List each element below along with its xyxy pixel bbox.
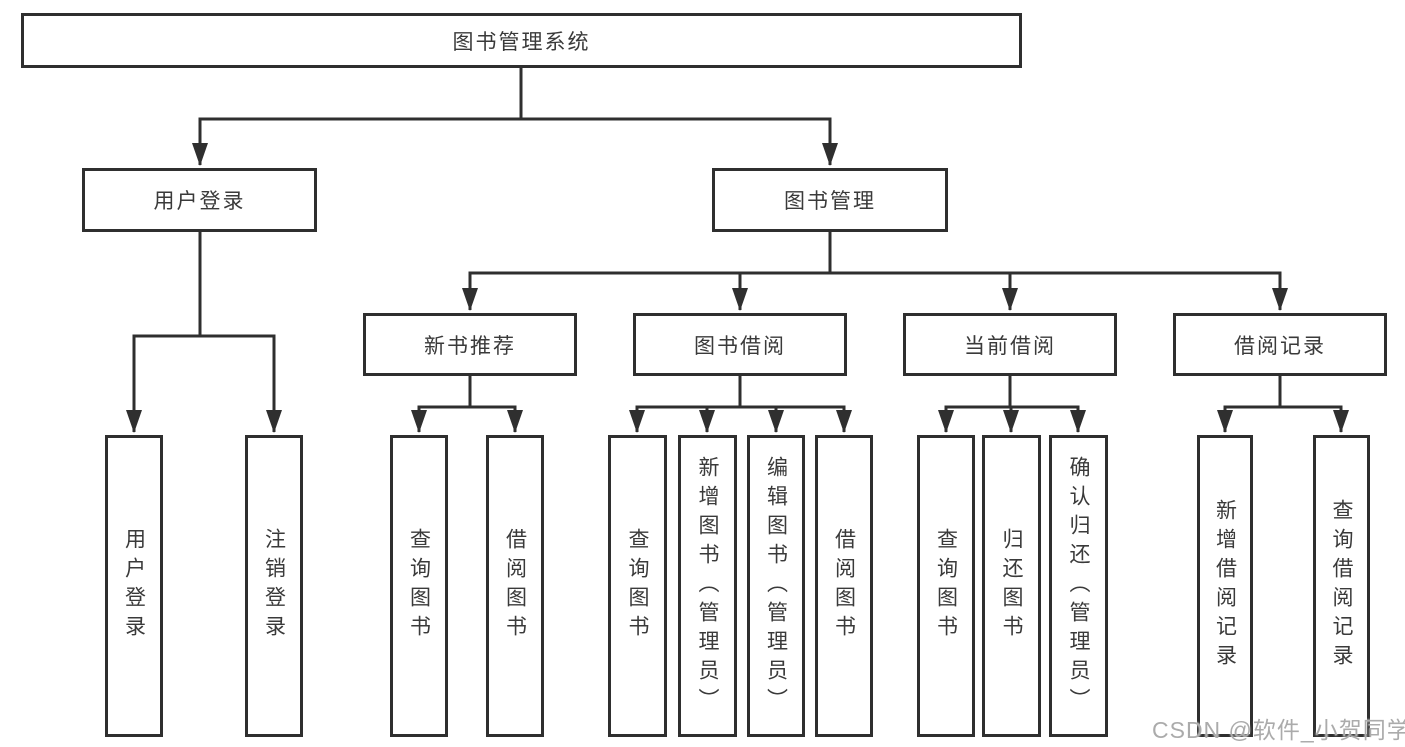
leaf-records-query-borrow-record: 查询借阅记录 bbox=[1313, 435, 1370, 737]
leaf-borrowing-edit-books-admin: 编辑图书（管理员） bbox=[747, 435, 805, 737]
csdn-watermark: CSDN @软件_小贺同学 bbox=[1152, 717, 1405, 743]
leaf-current-query-books: 查询图书 bbox=[917, 435, 975, 737]
leaf-records-add-borrow-record: 新增借阅记录 bbox=[1197, 435, 1253, 737]
node-current-borrowing: 当前借阅 bbox=[903, 313, 1117, 376]
leaf-logout: 注销登录 bbox=[245, 435, 303, 737]
node-book-borrowing: 图书借阅 bbox=[633, 313, 847, 376]
leaf-borrowing-add-books-admin: 新增图书（管理员） bbox=[678, 435, 737, 737]
leaf-user-login: 用户登录 bbox=[105, 435, 163, 737]
leaf-current-confirm-return-admin: 确认归还（管理员） bbox=[1049, 435, 1108, 737]
node-user-login: 用户登录 bbox=[82, 168, 317, 232]
leaf-newbook-query-books: 查询图书 bbox=[390, 435, 448, 737]
node-borrowing-records: 借阅记录 bbox=[1173, 313, 1387, 376]
leaf-borrowing-borrow-books: 借阅图书 bbox=[815, 435, 873, 737]
leaf-newbook-borrow-books: 借阅图书 bbox=[486, 435, 544, 737]
leaf-borrowing-query-books: 查询图书 bbox=[608, 435, 667, 737]
node-new-book-recommendation: 新书推荐 bbox=[363, 313, 577, 376]
node-book-management: 图书管理 bbox=[712, 168, 948, 232]
node-library-management-system: 图书管理系统 bbox=[21, 13, 1022, 68]
leaf-current-return-books: 归还图书 bbox=[982, 435, 1041, 737]
